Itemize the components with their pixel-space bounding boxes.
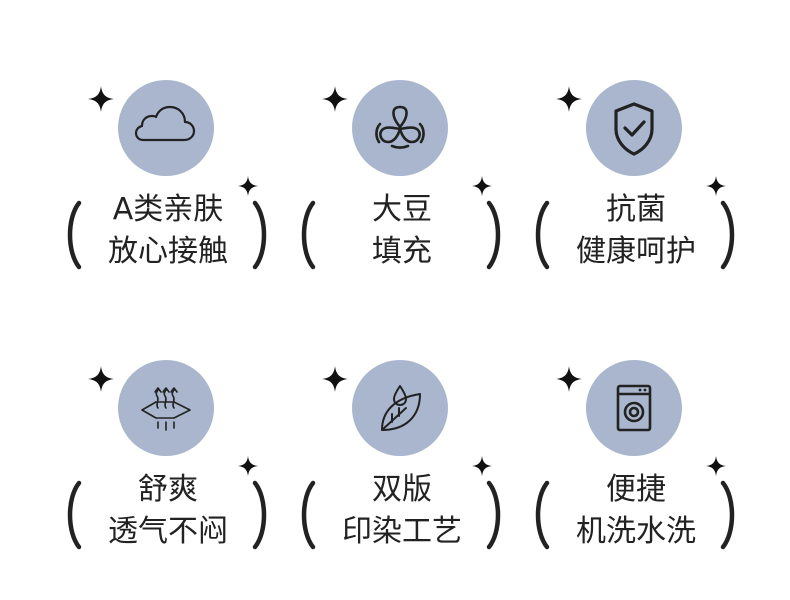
right-parenthesis (484, 480, 506, 550)
feature-title: 抗菌 (606, 192, 666, 227)
feature-icon-circle (352, 80, 448, 176)
breathable-icon (141, 387, 191, 431)
feature-title: 双版 (372, 472, 432, 507)
feature-title: A类亲肤 (112, 192, 224, 227)
right-parenthesis (250, 200, 272, 270)
feature-title: 大豆 (372, 192, 432, 227)
feature-title: 舒爽 (138, 472, 198, 507)
feature-icon-circle (118, 80, 214, 176)
left-parenthesis (62, 480, 84, 550)
sparkle-icon (322, 366, 348, 392)
left-parenthesis (296, 480, 318, 550)
feature-antibacterial: 抗菌 健康呵护 (526, 80, 766, 320)
feature-skin-friendly: A类亲肤 放心接触 (58, 80, 298, 320)
left-parenthesis (62, 200, 84, 270)
sparkle-icon (322, 86, 348, 112)
feature-icon-circle (586, 80, 682, 176)
right-parenthesis (484, 200, 506, 270)
feature-subtitle: 印染工艺 (342, 514, 462, 549)
feature-subtitle: 填充 (372, 234, 432, 269)
right-parenthesis (718, 480, 740, 550)
left-parenthesis (530, 200, 552, 270)
cloud-icon (134, 105, 196, 142)
feature-icon-circle (118, 360, 214, 456)
feature-title: 便捷 (606, 472, 666, 507)
feature-subtitle: 放心接触 (108, 234, 228, 269)
leaf-drop-icon (381, 385, 421, 431)
washing-machine-icon (616, 384, 652, 432)
sparkle-icon (556, 366, 582, 392)
feature-machine-washable: 便捷 机洗水洗 (526, 360, 766, 600)
cotton-icon (375, 105, 425, 149)
feature-printing: 双版 印染工艺 (292, 360, 532, 600)
feature-icon-circle (352, 360, 448, 456)
feature-subtitle: 机洗水洗 (576, 514, 696, 549)
sparkle-icon (88, 86, 114, 112)
sparkle-icon (556, 86, 582, 112)
right-parenthesis (718, 200, 740, 270)
feature-breathable: 舒爽 透气不闷 (58, 360, 298, 600)
feature-subtitle: 透气不闷 (108, 514, 228, 549)
feature-subtitle: 健康呵护 (576, 234, 696, 269)
shield-check-icon (614, 102, 654, 156)
left-parenthesis (530, 480, 552, 550)
feature-icon-circle (586, 360, 682, 456)
left-parenthesis (296, 200, 318, 270)
sparkle-icon (88, 366, 114, 392)
feature-soy-filling: 大豆 填充 (292, 80, 532, 320)
right-parenthesis (250, 480, 272, 550)
